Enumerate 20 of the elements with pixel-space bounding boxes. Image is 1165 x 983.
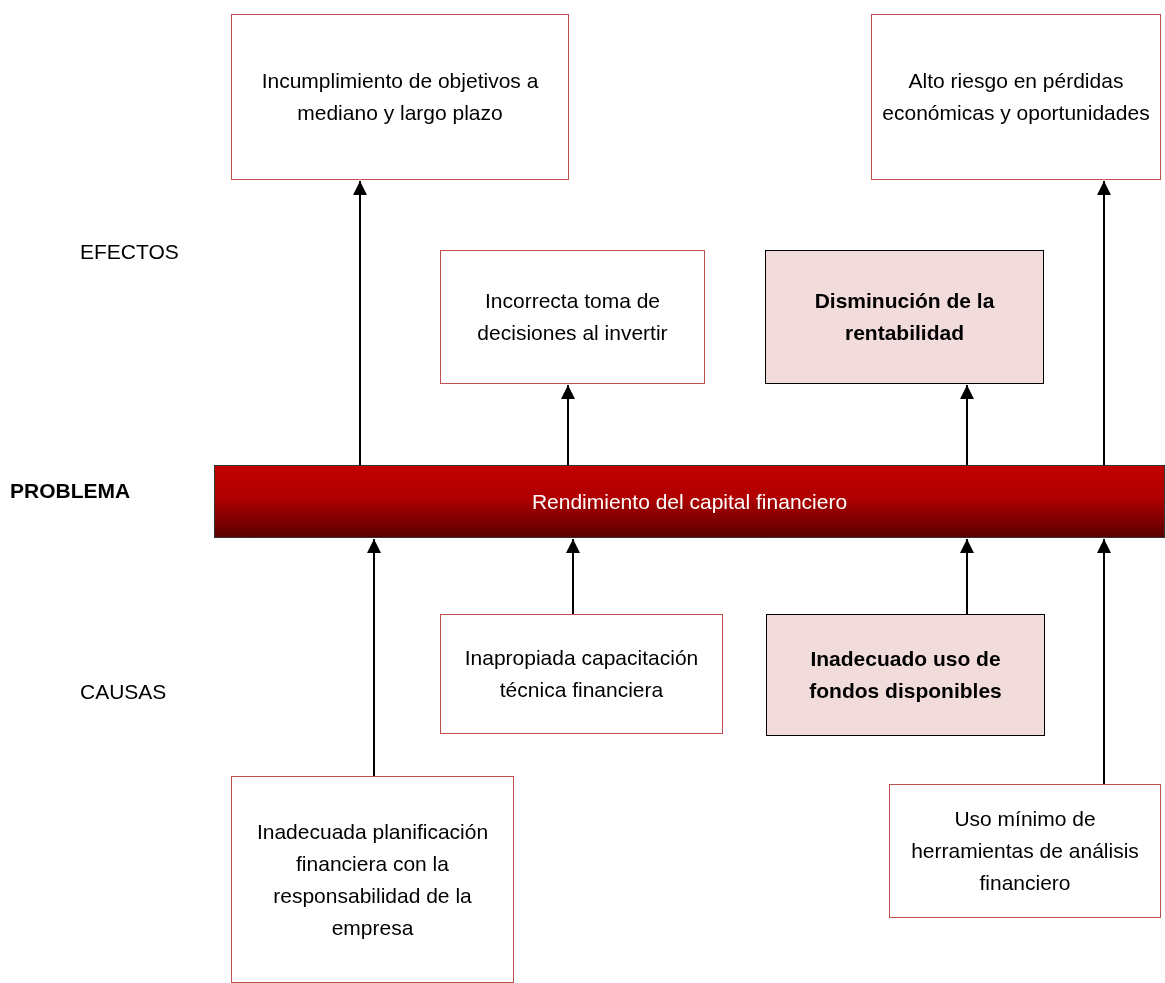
section-label: CAUSAS [80, 680, 167, 704]
arrow [1097, 180, 1111, 466]
arrow [960, 384, 974, 466]
text-box: Incumplimiento de objetivos a mediano y largo plazo [231, 14, 569, 180]
section-label: EFECTOS [80, 240, 179, 264]
arrow [561, 384, 575, 466]
text-box: Disminución de la rentabilidad [765, 250, 1044, 384]
section-label: PROBLEMA [10, 479, 131, 503]
arrow [1097, 538, 1111, 785]
arrow [960, 538, 974, 615]
text-box: Alto riesgo en pérdidas económicas y oportunidades [871, 14, 1161, 180]
text-box: Inadecuado uso de fondos disponibles [766, 614, 1045, 736]
text-box: Inapropiada capacitación técnica financiera [440, 614, 723, 734]
arrow [566, 538, 580, 615]
problem-bar: Rendimiento del capital financiero [214, 465, 1165, 538]
arrow [353, 180, 367, 466]
text-box: Inadecuada planificación financiera con la responsabilidad de la empresa [231, 776, 514, 983]
text-box: Incorrecta toma de decisiones al invertir [440, 250, 705, 384]
text-box: Uso mínimo de herramientas de análisis financiero [889, 784, 1161, 918]
arrow [367, 538, 381, 777]
